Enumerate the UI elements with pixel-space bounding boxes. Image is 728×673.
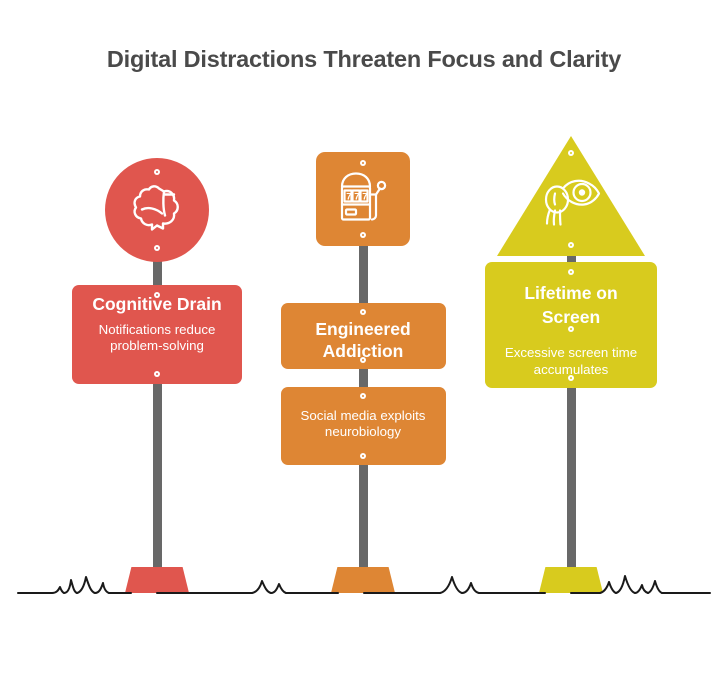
screw-top [360, 309, 366, 315]
sign-heading: Lifetime on Screen [524, 283, 618, 327]
text-panel-main: Lifetime on Screen Excessive screen time… [485, 262, 657, 388]
icon-panel-triangle [497, 136, 645, 256]
sign-body: Excessive screen time accumulates [504, 345, 638, 377]
svg-text:7: 7 [354, 192, 359, 203]
screw-bottom [568, 242, 574, 248]
screw-top [568, 269, 574, 275]
screw-top [154, 292, 160, 298]
sign-lifetime-on-screen: Lifetime on Screen Excessive screen time… [451, 0, 691, 673]
page-title: Digital Distractions Threaten Focus and … [106, 46, 622, 72]
screw-top [360, 393, 366, 399]
eye-hand-icon [539, 173, 603, 234]
screw-top [360, 160, 366, 166]
screw-bottom [360, 357, 366, 363]
post-base [539, 567, 603, 593]
screw-top [154, 169, 160, 175]
sign-heading: Cognitive Drain [92, 294, 222, 314]
brain-icon [129, 183, 185, 238]
sign-engineered-addiction: 7 7 7 Engineered Addiction Social media … [243, 0, 483, 673]
text-panel-main: Cognitive Drain Notifications reduce pro… [72, 285, 242, 384]
svg-text:7: 7 [362, 192, 367, 203]
sign-post [152, 250, 162, 586]
screw-bottom [154, 245, 160, 251]
screw-middle [568, 326, 574, 332]
text-panel-heading: Engineered Addiction [280, 303, 446, 369]
sign-heading: Engineered Addiction [315, 319, 411, 361]
sign-post [566, 240, 576, 586]
sign-body: Social media exploits neurobiology [300, 408, 426, 440]
screw-top [568, 150, 574, 156]
ground-line [0, 560, 728, 620]
post-base [331, 567, 395, 593]
post-base [125, 567, 189, 593]
slot-machine-icon: 7 7 7 [336, 171, 390, 228]
screw-bottom [360, 453, 366, 459]
icon-panel-circle [105, 158, 209, 262]
screw-bottom [154, 371, 160, 377]
screw-bottom [360, 232, 366, 238]
sign-cognitive-drain: Cognitive Drain Notifications reduce pro… [37, 0, 277, 673]
text-panel-body: Social media exploits neurobiology [280, 387, 446, 465]
screw-bottom [568, 375, 574, 381]
icon-panel-square: 7 7 7 [316, 152, 410, 246]
svg-text:7: 7 [346, 192, 351, 203]
sign-body: Notifications reduce problem-solving [98, 321, 216, 353]
